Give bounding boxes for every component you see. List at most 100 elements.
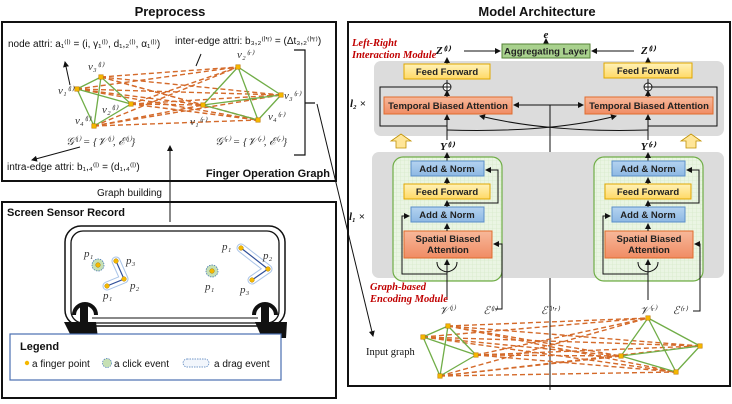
inter-edge (76, 66, 239, 90)
input-e-right: ℰ⁽ʳ⁾ (673, 305, 689, 317)
right-drag-event (236, 243, 273, 285)
aggregating-layer-label: Aggregating Layer (504, 47, 588, 58)
inter-edge-attr-label: inter-edge attri: b₃,₂⁽ˡ'ʳ⁾ = (Δt₃,₂⁽ˡ'ʳ… (175, 36, 321, 47)
graph-node (255, 117, 261, 123)
intra-edge (422, 336, 441, 377)
left-graph-equation: 𝒢⁽ˡ⁾ = {𝒱⁽ˡ⁾, ℰ⁽ˡ⁾} (66, 135, 136, 148)
intra-edge (202, 94, 282, 106)
add-norm-2-left-block (410, 160, 485, 177)
legend-item-finger-point: a finger point (32, 359, 90, 370)
intra-edge (76, 88, 95, 127)
intra-edge (76, 88, 132, 105)
screen-sensor-record-box (1, 201, 337, 399)
encoding-module-label-line1: Graph-based (370, 282, 427, 293)
interaction-module-label-line1: Left-Right (351, 38, 398, 49)
cross-right-to-left (479, 114, 649, 131)
legend-item-drag-event: a drag event (214, 359, 270, 370)
feed-forward-left-block (403, 63, 491, 80)
spatial-attention-right-block (604, 230, 694, 259)
inter-edge (447, 325, 701, 347)
right-graph-equation: 𝒢⁽ʳ⁾ = {𝒱⁽ʳ⁾, ℰ⁽ʳ⁾} (215, 135, 288, 148)
stack-up-left-icon (389, 133, 413, 149)
legend: Legend a finger point a click event a dr… (9, 333, 282, 381)
inter-edge (447, 325, 622, 357)
add-norm-2-right-block (611, 160, 686, 177)
intra-edge (439, 354, 477, 377)
graph-node (74, 86, 80, 92)
node-label-v1-right: v₁⁽ʳ⁾ (190, 116, 208, 128)
intra-edge (647, 317, 701, 347)
inter-edge (422, 317, 649, 338)
encoding-module-label-line2: Encoding Module (369, 294, 448, 305)
finger-operation-graph-box (1, 21, 337, 182)
intra-edge (422, 325, 449, 338)
inter-edge (93, 119, 259, 127)
click-event-icon (102, 358, 112, 368)
graph-node (473, 352, 479, 358)
input-intra-edges (422, 317, 701, 377)
node-label-v1-left: v₁⁽ˡ⁾ (58, 85, 75, 97)
output-embedding-e: e (544, 29, 549, 41)
inter-edge (447, 325, 677, 373)
inter-edge (76, 88, 204, 106)
intra-edge (620, 317, 649, 357)
node-attr-pointer (63, 61, 71, 86)
intra-edge (76, 76, 102, 90)
graph-nodes (74, 64, 284, 129)
temporal-attention-left-label: Temporal Biased Attention (388, 101, 508, 112)
node-label-v4-left: v₄⁽ˡ⁾ (75, 115, 92, 127)
intra-edge (237, 66, 259, 121)
feed-forward-left-label: Feed Forward (416, 67, 478, 78)
legend-title: Legend (20, 341, 59, 353)
input-v-left: 𝒱⁽ˡ⁾ (439, 304, 456, 317)
graph-node (437, 373, 443, 379)
touch-screen-device (64, 225, 286, 327)
intra-edge (447, 325, 477, 356)
graph-node (445, 323, 451, 329)
finger-graph-to-input-arrow (316, 103, 375, 337)
inter-edge (93, 66, 239, 127)
input-e-left: ℰ⁽ˡ⁾ (483, 305, 498, 317)
model-architecture-box (347, 21, 731, 387)
input-e-left-connector (495, 300, 503, 310)
left-drag-p2-label: p₂ (129, 280, 140, 292)
preprocess-graph (74, 64, 284, 129)
screen-sensor-record-title: Screen Sensor Record (7, 207, 125, 219)
graph-node (235, 64, 241, 70)
inter-edge (422, 336, 622, 357)
residual-loop-right (648, 86, 718, 127)
intra-edge (202, 104, 259, 121)
inter-edge (439, 317, 649, 377)
temporal-attention-right-label: Temporal Biased Attention (589, 101, 709, 112)
node-label-v3-right: v₃⁽ʳ⁾ (284, 90, 302, 102)
input-graph (420, 315, 703, 379)
stack-up-right-icon (679, 133, 703, 149)
drag-event-icon (182, 358, 210, 368)
left-click-event (91, 258, 105, 272)
intra-edge (93, 76, 102, 127)
right-click-point-label: p₁ (204, 281, 215, 293)
inter-edge-attr-pointer (195, 53, 202, 67)
left-drag-p1-label: p₁ (102, 290, 113, 302)
y-right-label: Y⁽ʳ⁾ (641, 141, 657, 153)
graph-node (91, 123, 97, 129)
intra-edge (620, 355, 677, 373)
graph-node (645, 315, 651, 321)
encoder-right-connectors (602, 167, 701, 303)
inter-edges (76, 66, 282, 127)
intra-edge (100, 76, 132, 105)
input-e-right-connector (693, 303, 701, 312)
spatial-attention-left-block (403, 230, 493, 259)
intra-edge (422, 336, 477, 356)
left-drag-p3-label: p₃ (125, 255, 136, 267)
node-label-v3-left: v₃⁽ˡ⁾ (88, 61, 105, 73)
input-graph-label: Input graph (366, 347, 415, 358)
intra-edge (93, 103, 132, 127)
add-norm-2-left-label: Add & Norm (419, 164, 474, 175)
inter-edge (422, 336, 677, 373)
graph-node (98, 74, 104, 80)
residual-add-left-icon (442, 82, 452, 92)
temporal-layer-stack (374, 61, 724, 136)
intra-edge (675, 345, 701, 373)
intra-edge (647, 317, 677, 373)
